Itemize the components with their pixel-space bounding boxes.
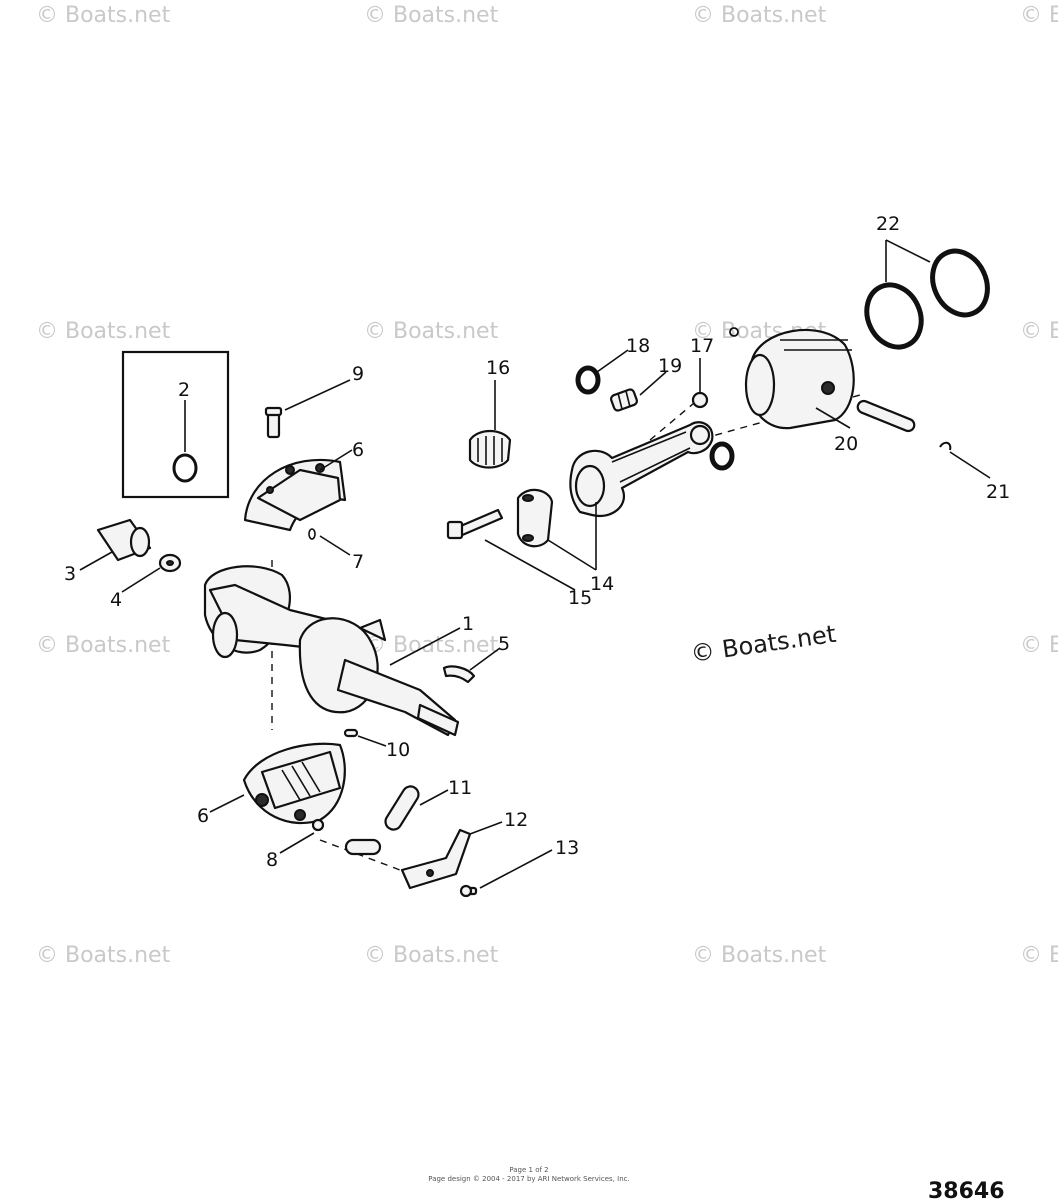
callout-17: 17 [690, 335, 714, 357]
watermark: © Boats.net [1020, 633, 1058, 658]
callout-18: 18 [626, 335, 650, 357]
screw-part-8 [311, 818, 325, 832]
watermark: © Boats.net [692, 943, 827, 968]
crankshaft-part-1 [203, 565, 460, 737]
watermark: © Boats.net [692, 3, 827, 28]
bearing-part-19 [610, 388, 638, 412]
connecting-rod-part-14 [569, 421, 714, 518]
footer-page-count: Page 1 of 2 [509, 1166, 548, 1174]
watermark: © Boats.net [364, 3, 499, 28]
washer-part-18 [575, 365, 601, 395]
callout-10: 10 [386, 739, 410, 761]
bolt-part-9 [264, 406, 283, 439]
main-watermark: © Boats.net [689, 620, 838, 668]
footer-copyright: Page design © 2004 - 2017 by ARI Network… [428, 1175, 629, 1183]
callout-11: 11 [448, 777, 472, 799]
callout-14: 14 [590, 573, 614, 595]
sleeve-part-3 [96, 518, 152, 562]
callout-20: 20 [834, 433, 858, 455]
nut-part-17 [691, 391, 709, 409]
footer: Page 1 of 2 Page design © 2004 - 2017 by… [428, 1166, 1004, 1200]
callout-2: 2 [178, 379, 190, 401]
callout-13: 13 [555, 837, 579, 859]
washer-part-4 [158, 553, 182, 573]
piston-rings-part-22 [864, 248, 990, 350]
callout-21: 21 [986, 481, 1010, 503]
callout-16: 16 [486, 357, 510, 379]
callout-4: 4 [110, 589, 122, 611]
figure-id: 38646 [928, 1179, 1005, 1200]
pin-lower-part-11 [344, 838, 382, 856]
bolt-part-15 [446, 508, 504, 540]
pin-part-11 [384, 785, 420, 831]
watermark: © Boats.net [1020, 943, 1058, 968]
callout-19: 19 [658, 355, 682, 377]
watermark: © Boats.net [36, 943, 171, 968]
watermark: © Boats.net [1020, 3, 1058, 28]
callout-8: 8 [266, 849, 278, 871]
needle-bearing-part-16 [468, 429, 512, 469]
piston-part-20 [729, 327, 855, 430]
callout-15: 15 [568, 587, 592, 609]
bracket-part-12 [400, 828, 472, 890]
watermark: © Boats.net [1020, 319, 1058, 344]
watermark: © Boats.net [364, 943, 499, 968]
key-part-5 [442, 665, 476, 684]
watermark: © Boats.net [36, 633, 171, 658]
callout-6-upper: 6 [352, 439, 364, 461]
roller-part-10 [343, 728, 359, 738]
watermark: © Boats.net [36, 319, 171, 344]
callout-5: 5 [498, 633, 510, 655]
screw-part-13 [459, 884, 478, 898]
thrust-washer [709, 441, 735, 471]
clip-part-21 [939, 441, 952, 451]
callout-12: 12 [504, 809, 528, 831]
watermark: © Boats.net [364, 633, 499, 658]
callout-3: 3 [64, 563, 76, 585]
bearing-cage-lower-part-6 [242, 742, 346, 825]
callout-22: 22 [876, 213, 900, 235]
callout-1: 1 [462, 613, 474, 635]
callout-9: 9 [352, 363, 364, 385]
wrist-pin-part-20 [856, 399, 916, 433]
bearing-cage-upper-part-6 [243, 458, 347, 532]
callout-7: 7 [352, 551, 364, 573]
callout-6-lower: 6 [197, 805, 209, 827]
rod-cap-part-14 [516, 488, 554, 548]
watermark: © Boats.net [364, 319, 499, 344]
retainer-part-7 [308, 528, 316, 540]
watermark: © Boats.net [36, 3, 171, 28]
callout-labels: 1 2 3 4 5 6 7 8 9 10 6 11 12 13 14 15 16… [64, 213, 1010, 871]
leader-lines [79, 239, 991, 889]
watermark-layer: © Boats.net © Boats.net © Boats.net © Bo… [36, 3, 1058, 968]
inset-box-part-2 [121, 350, 230, 499]
